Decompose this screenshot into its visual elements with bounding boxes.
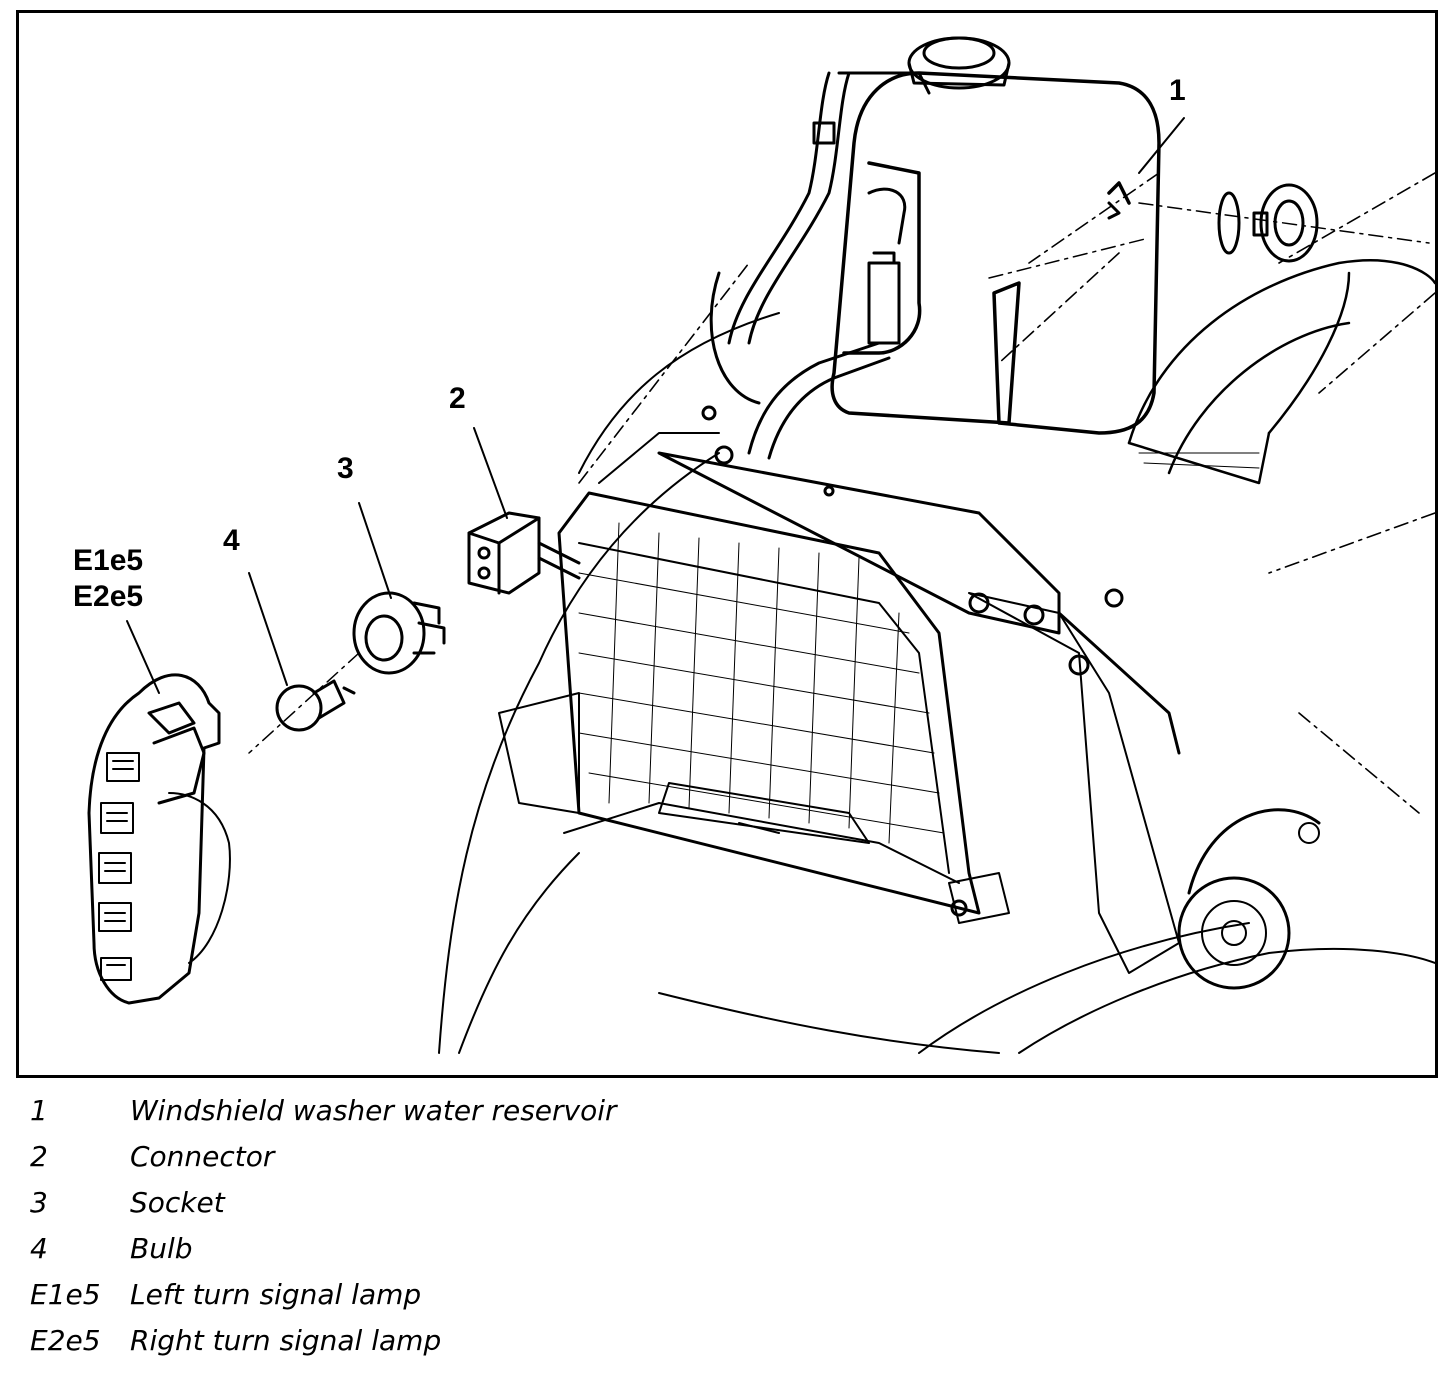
exploded-view-figure: 1 2 3 4 E1e5 E2e5 [16, 10, 1438, 1078]
headlamp-lens-lines [578, 522, 945, 844]
washer-hoses [709, 71, 931, 460]
legend-row: 1 Windshield washer water reservoir [30, 1088, 930, 1134]
callout-lamp-right: E2e5 [73, 580, 144, 613]
legend-key: 1 [30, 1094, 48, 1127]
legend-key: 4 [30, 1232, 48, 1265]
washer-pump [867, 187, 907, 345]
turn-signal-lamp-ribs [98, 752, 140, 981]
legend-text: Left turn signal lamp [130, 1278, 422, 1311]
legend-text: Windshield washer water reservoir [130, 1094, 617, 1127]
legend-key: 2 [30, 1140, 48, 1173]
socket-part [248, 591, 446, 754]
legend-text: Right turn signal lamp [130, 1324, 442, 1357]
legend: 1 Windshield washer water reservoir 2 Co… [30, 1088, 930, 1364]
legend-key: 3 [30, 1186, 48, 1219]
legend-key: E1e5 [30, 1278, 101, 1311]
mounting-bracket [657, 405, 1181, 974]
fender-outline [438, 312, 1435, 1054]
washer-reservoir [830, 71, 1430, 435]
turn-signal-lamp [87, 673, 231, 1005]
legend-text: Socket [130, 1186, 225, 1219]
callout-connector: 2 [449, 382, 466, 415]
hood-edge-lines [578, 172, 1435, 814]
callout-reservoir: 1 [1169, 74, 1186, 107]
legend-row: 2 Connector [30, 1134, 930, 1180]
vehicle-front-drawing [87, 36, 1435, 1054]
connector-part [467, 511, 581, 595]
leader-lines [126, 117, 1185, 694]
legend-text: Connector [130, 1140, 275, 1173]
air-intake-duct [1127, 259, 1435, 485]
legend-row: E1e5 Left turn signal lamp [30, 1272, 930, 1318]
legend-row: 4 Bulb [30, 1226, 930, 1272]
callout-bulb: 4 [223, 524, 240, 557]
legend-key: E2e5 [30, 1324, 101, 1357]
headlamp-housing [498, 491, 981, 915]
legend-text: Bulb [130, 1232, 193, 1265]
knob-fastener [1107, 183, 1319, 263]
callout-lamp-left: E1e5 [73, 544, 144, 577]
legend-row: 3 Socket [30, 1180, 930, 1226]
bulb-part [275, 679, 356, 732]
reservoir-cap [907, 36, 1011, 90]
legend-row: E2e5 Right turn signal lamp [30, 1318, 930, 1364]
horn [1177, 808, 1321, 990]
callout-socket: 3 [337, 452, 354, 485]
